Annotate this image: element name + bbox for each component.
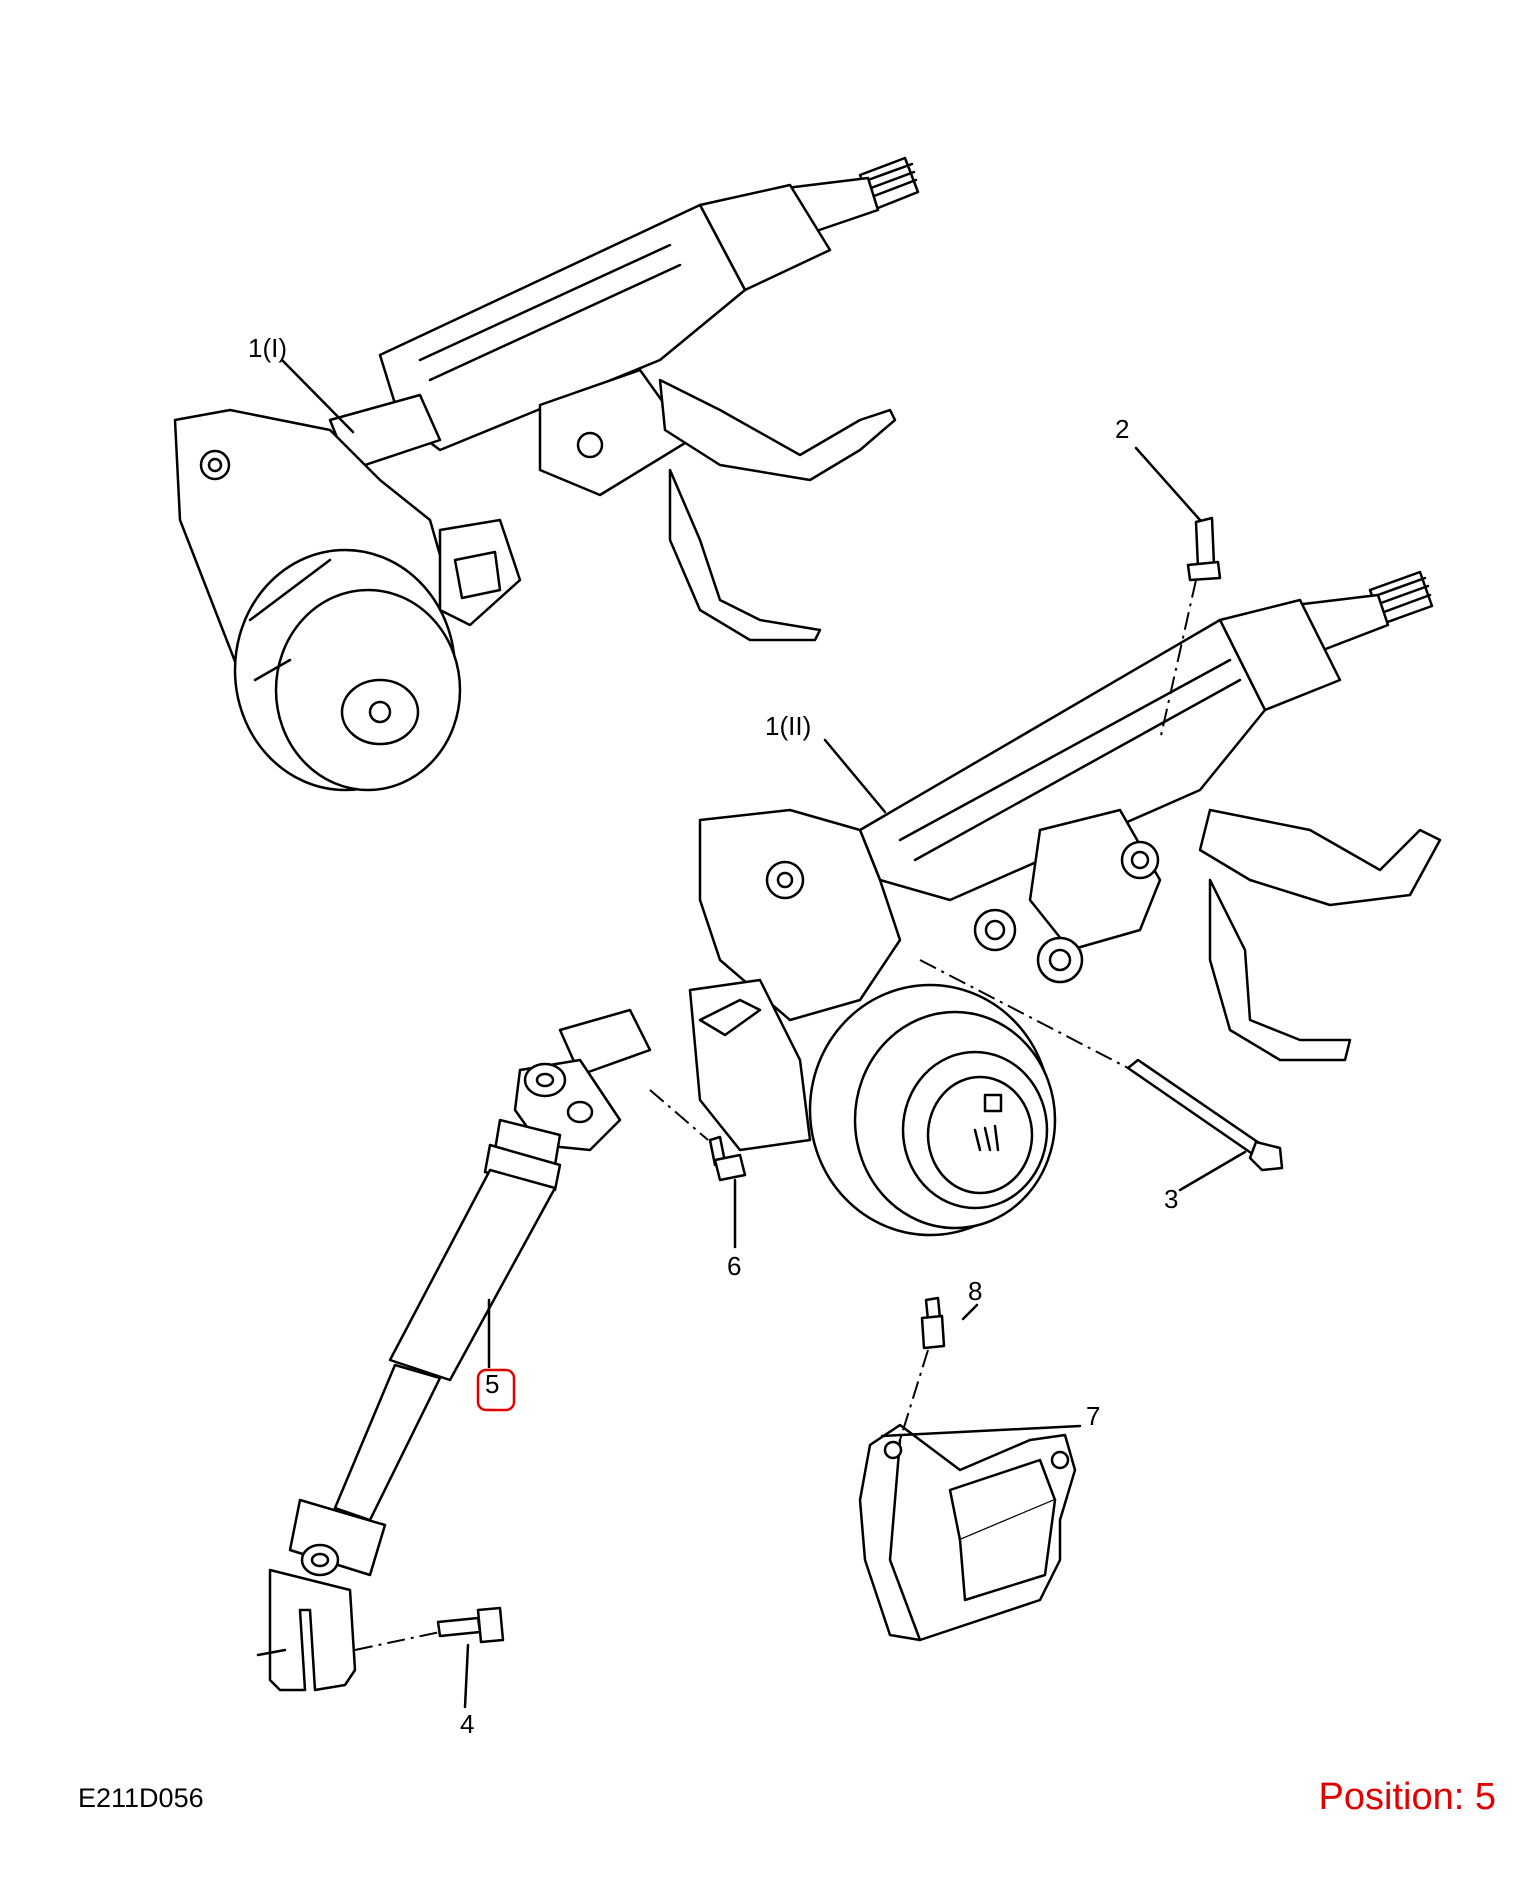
bolt-2[interactable] xyxy=(1186,516,1222,582)
callout-6[interactable]: 6 xyxy=(727,1251,741,1281)
sensor-pin-8[interactable] xyxy=(920,1296,946,1350)
position-indicator: Position: 5 xyxy=(1318,1776,1496,1818)
callout-2[interactable]: 2 xyxy=(1115,414,1129,444)
figure-code: E211D056 xyxy=(78,1783,204,1813)
callout-1-i[interactable]: 1(I) xyxy=(248,333,287,363)
callout-1-ii[interactable]: 1(II) xyxy=(765,711,811,741)
intermediate-shaft-5[interactable] xyxy=(256,1008,652,1692)
selected-position-highlight xyxy=(476,1368,516,1412)
callout-8[interactable]: 8 xyxy=(968,1276,982,1306)
axis-lines xyxy=(354,579,1197,1651)
bolt-6[interactable] xyxy=(708,1135,747,1182)
callout-7[interactable]: 7 xyxy=(1086,1401,1100,1431)
callout-3[interactable]: 3 xyxy=(1164,1184,1178,1214)
bolt-3[interactable] xyxy=(1126,1058,1284,1172)
steering-column-1-ii[interactable] xyxy=(688,570,1442,1237)
steering-column-1-i[interactable] xyxy=(173,156,920,792)
leader-lines xyxy=(280,358,1247,1709)
callouts: 1(I) 1(II) 2 3 4 5 6 7 8 xyxy=(248,333,1178,1739)
control-module-7[interactable] xyxy=(858,1423,1077,1642)
bolt-4[interactable] xyxy=(436,1606,505,1644)
callout-4[interactable]: 4 xyxy=(460,1709,474,1739)
callout-5[interactable]: 5 xyxy=(485,1369,499,1399)
